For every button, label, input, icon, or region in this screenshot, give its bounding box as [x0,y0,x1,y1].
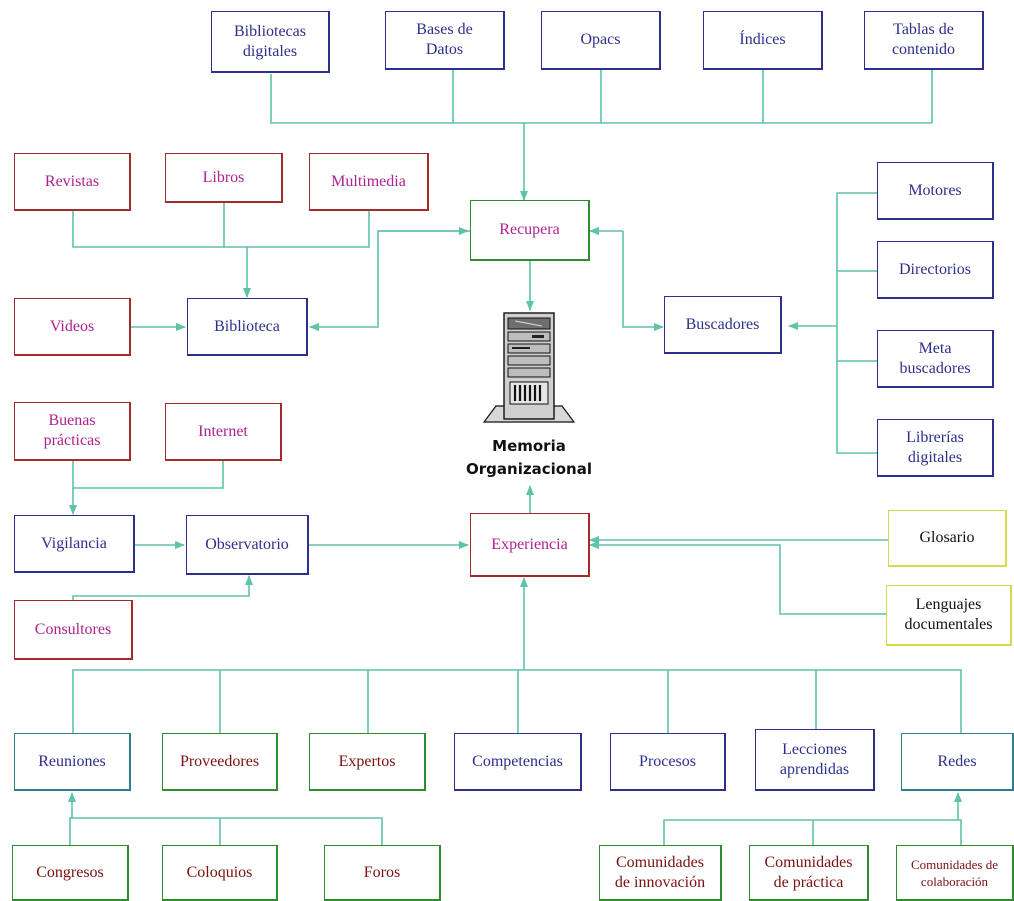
connector-top-bus [270,70,933,124]
node-procesos: Procesos [610,733,726,791]
node-consultores: Consultores [14,600,133,660]
node-tablas-de-contenido: Tablas de contenido [864,11,984,70]
node-congresos: Congresos [12,845,129,901]
connector-biblioteca-recupera [309,230,470,331]
connector-vigilancia-bus [72,461,224,489]
connector-bottom-bus [72,669,962,733]
node-multimedia: Multimedia [309,153,429,211]
node-buscadores: Buscadores [664,296,782,354]
connector-search-bus [836,192,877,454]
node-comunidades-innovacion: Comunidades de innovación [599,845,722,901]
node-buenas-practicas: Buenas prácticas [14,402,131,461]
node-motores: Motores [877,162,994,220]
node-directorios: Directorios [877,241,994,299]
node-bibliotecas-digitales: Bibliotecas digitales [211,11,330,73]
connector-sources-bus [72,203,370,248]
node-competencias: Competencias [454,733,582,791]
node-biblioteca: Biblioteca [187,298,308,356]
node-libros: Libros [165,153,283,203]
node-internet: Internet [165,403,282,461]
node-lecciones-aprendidas: Lecciones aprendidas [755,729,875,791]
node-lenguajes-documentales: Lenguajes documentales [886,585,1012,646]
connector-consultores-observatorio [72,575,253,600]
connector-recupera-buscadores [622,231,664,331]
node-experiencia: Experiencia [470,513,590,577]
node-opacs: Opacs [541,11,661,70]
node-glosario: Glosario [888,510,1007,567]
node-foros: Foros [324,845,441,901]
node-recupera: Recupera [470,200,590,261]
node-comunidades-practica: Comunidades de práctica [749,845,869,901]
node-librerias-digitales: Librerías digitales [877,419,994,477]
node-videos: Videos [14,298,131,356]
connector-redes-bus [663,819,962,845]
node-expertos: Expertos [309,733,426,791]
node-proveedores: Proveedores [162,733,278,791]
node-observatorio: Observatorio [186,515,309,575]
node-bases-de-datos: Bases de Datos [385,11,505,70]
node-coloquios: Coloquios [162,845,278,901]
node-redes: Redes [901,733,1014,791]
node-vigilancia: Vigilancia [14,515,135,573]
connector-reuniones-bus [69,817,383,845]
connector-lenguajes-experiencia [589,541,886,615]
node-revistas: Revistas [14,153,131,211]
node-indices: Índices [703,11,823,70]
node-comunidades-colaboracion: Comunidades de colaboración [896,845,1014,901]
server-icon [482,312,576,423]
center-title-line2: Organizacional [466,460,592,478]
center-title-line1: Memoria [492,437,566,455]
node-reuniones: Reuniones [14,733,131,791]
node-meta-buscadores: Meta buscadores [877,330,994,388]
